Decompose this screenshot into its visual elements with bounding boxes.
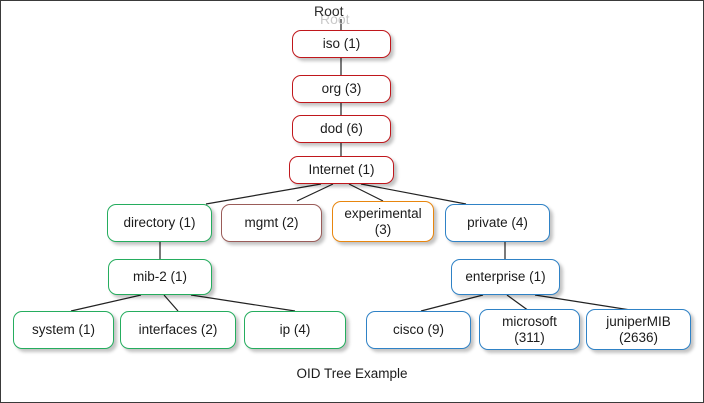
edge-internet-to-experimental [348, 183, 384, 202]
node-directory[interactable]: directory (1) [107, 204, 212, 242]
root-label: Root [314, 3, 344, 19]
node-dod[interactable]: dod (6) [292, 115, 391, 143]
node-mgmt[interactable]: mgmt (2) [221, 204, 322, 242]
edge-internet-to-mgmt [296, 183, 334, 202]
edge-mib2-to-interfaces [163, 294, 179, 312]
edge-enterprise-to-cisco [420, 294, 484, 312]
node-org[interactable]: org (3) [292, 75, 391, 103]
node-ip[interactable]: ip (4) [244, 311, 346, 349]
node-mib2[interactable]: mib-2 (1) [108, 259, 212, 295]
edge-mib2-to-ip [190, 294, 296, 312]
node-internet[interactable]: Internet (1) [289, 156, 394, 184]
node-private[interactable]: private (4) [445, 204, 550, 242]
node-cisco[interactable]: cisco (9) [366, 311, 471, 349]
edge-internet-to-directory [205, 183, 322, 205]
node-experimental[interactable]: experimental (3) [332, 201, 434, 242]
root-label-shadow: Root [320, 11, 350, 27]
edge-mib2-to-system [70, 294, 142, 312]
node-enterprise[interactable]: enterprise (1) [451, 259, 560, 295]
node-interfaces[interactable]: interfaces (2) [120, 311, 236, 349]
node-system[interactable]: system (1) [13, 311, 114, 349]
diagram-caption: OID Tree Example [296, 366, 408, 381]
node-juniperMIB[interactable]: juniperMIB (2636) [586, 309, 691, 350]
node-microsoft[interactable]: microsoft (311) [479, 309, 580, 350]
node-iso[interactable]: iso (1) [292, 30, 391, 58]
